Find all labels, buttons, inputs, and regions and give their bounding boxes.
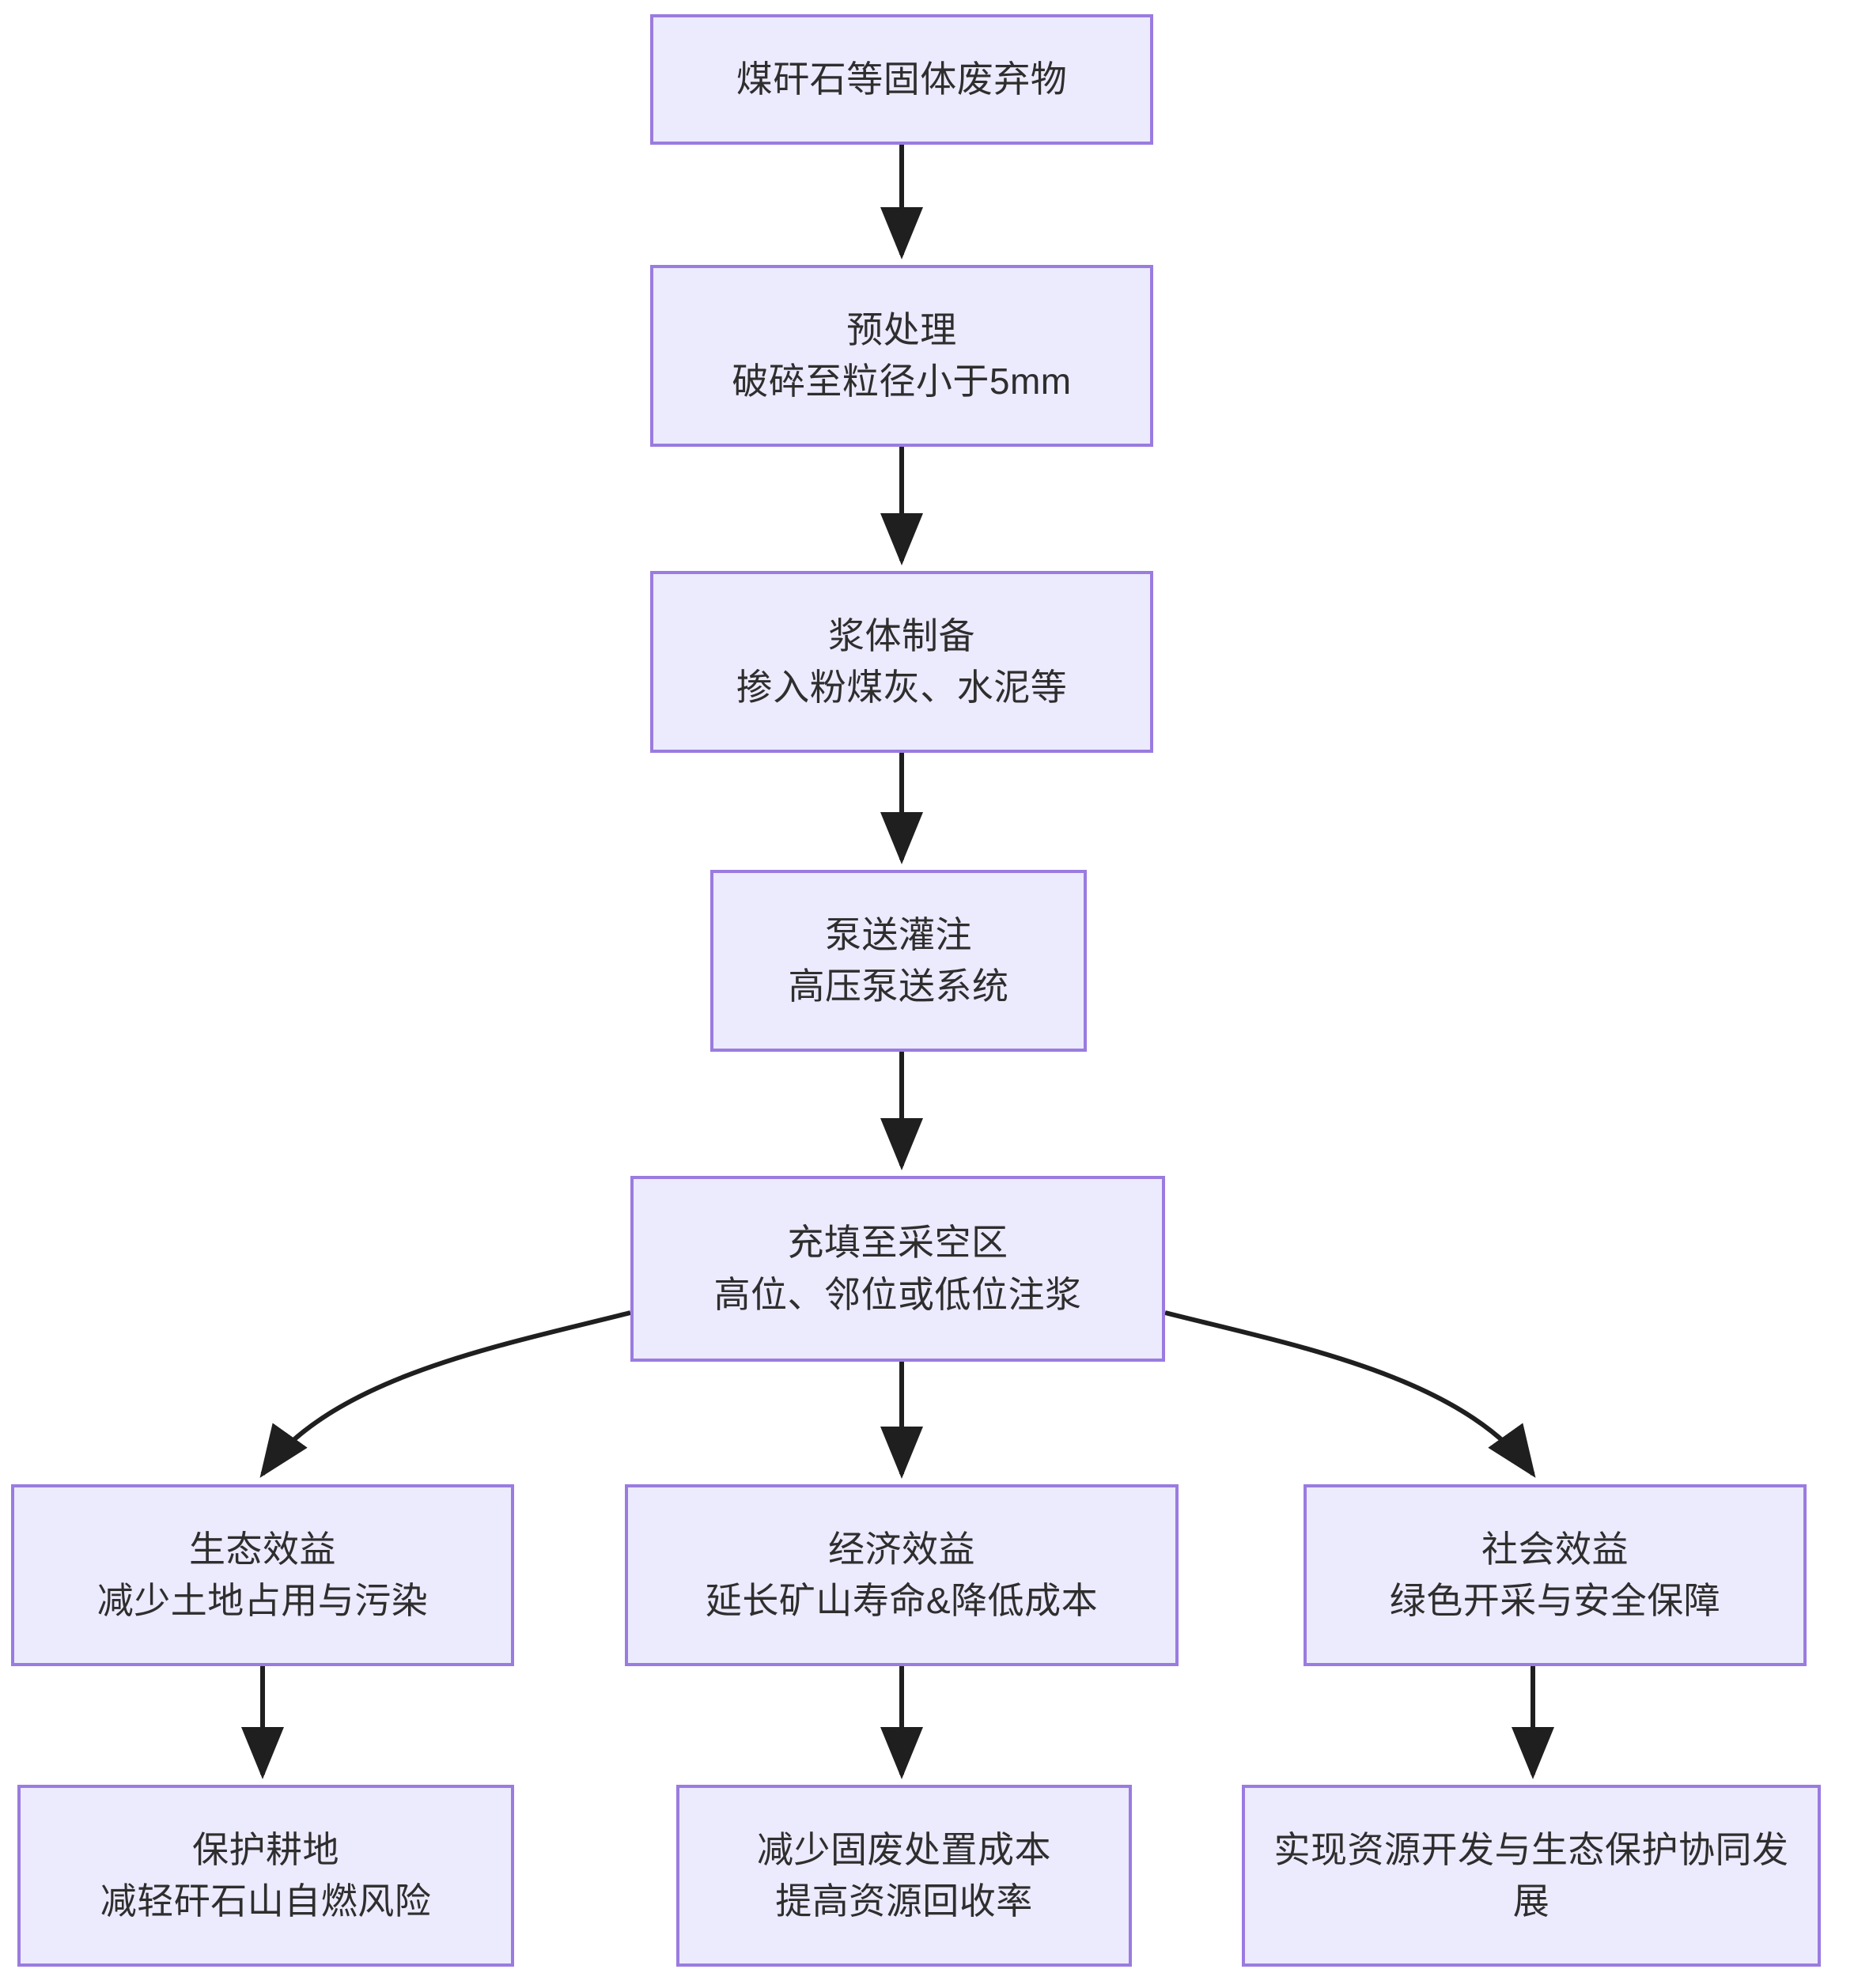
node-solid-waste-input[interactable]: 煤矸石等固体废弃物 xyxy=(650,14,1153,145)
node-waste-line-1: 煤矸石等固体废弃物 xyxy=(736,58,1068,100)
node-social-line-2: 绿色开采与安全保障 xyxy=(1389,1580,1721,1621)
node-goaf-backfill[interactable]: 充填至采空区 高位、邻位或低位注浆 xyxy=(630,1176,1165,1362)
node-eco-line-2: 减少土地占用与污染 xyxy=(96,1580,429,1621)
node-pretreatment[interactable]: 预处理 破碎至粒径小于5mm xyxy=(650,265,1153,447)
node-slurry-line-1: 浆体制备 xyxy=(828,614,975,656)
node-eco-line-1: 生态效益 xyxy=(189,1528,336,1570)
node-cost-line-2: 提高资源回收率 xyxy=(775,1880,1033,1922)
node-pretreat-line-2: 破碎至粒径小于5mm xyxy=(732,361,1072,402)
node-cost-line-1: 减少固废处置成本 xyxy=(757,1828,1051,1870)
node-pump-injection[interactable]: 泵送灌注 高压泵送系统 xyxy=(710,870,1087,1052)
node-pretreat-line-1: 预处理 xyxy=(846,308,957,350)
node-economic-benefit[interactable]: 经济效益 延长矿山寿命&降低成本 xyxy=(625,1484,1179,1666)
edge-fill-to-eco xyxy=(259,1310,631,1478)
node-pump-line-1: 泵送灌注 xyxy=(825,913,972,955)
node-pump-line-2: 高压泵送系统 xyxy=(788,966,1009,1007)
node-social-line-1: 社会效益 xyxy=(1481,1528,1629,1570)
node-protect-farmland[interactable]: 保护耕地 减轻矸石山自燃风险 xyxy=(17,1785,514,1967)
node-fill-line-1: 充填至采空区 xyxy=(787,1222,1008,1264)
node-farmland-line-1: 保护耕地 xyxy=(192,1828,339,1870)
node-fill-line-2: 高位、邻位或低位注浆 xyxy=(713,1273,1082,1315)
node-synergy-line-1: 实现资源开发与生态保护协同发展 xyxy=(1273,1828,1789,1922)
node-resource-ecology-synergy[interactable]: 实现资源开发与生态保护协同发展 xyxy=(1242,1785,1821,1967)
node-econ-line-2: 延长矿山寿命&降低成本 xyxy=(705,1580,1099,1621)
node-ecological-benefit[interactable]: 生态效益 减少土地占用与污染 xyxy=(11,1484,514,1666)
node-slurry-preparation[interactable]: 浆体制备 掺入粉煤灰、水泥等 xyxy=(650,571,1153,753)
node-slurry-line-2: 掺入粉煤灰、水泥等 xyxy=(736,667,1068,708)
node-reduce-disposal-cost[interactable]: 减少固废处置成本 提高资源回收率 xyxy=(676,1785,1132,1967)
edge-fill-to-social xyxy=(1164,1310,1536,1478)
node-social-benefit[interactable]: 社会效益 绿色开采与安全保障 xyxy=(1304,1484,1807,1666)
node-farmland-line-2: 减轻矸石山自燃风险 xyxy=(100,1880,432,1922)
node-econ-line-1: 经济效益 xyxy=(828,1528,975,1570)
